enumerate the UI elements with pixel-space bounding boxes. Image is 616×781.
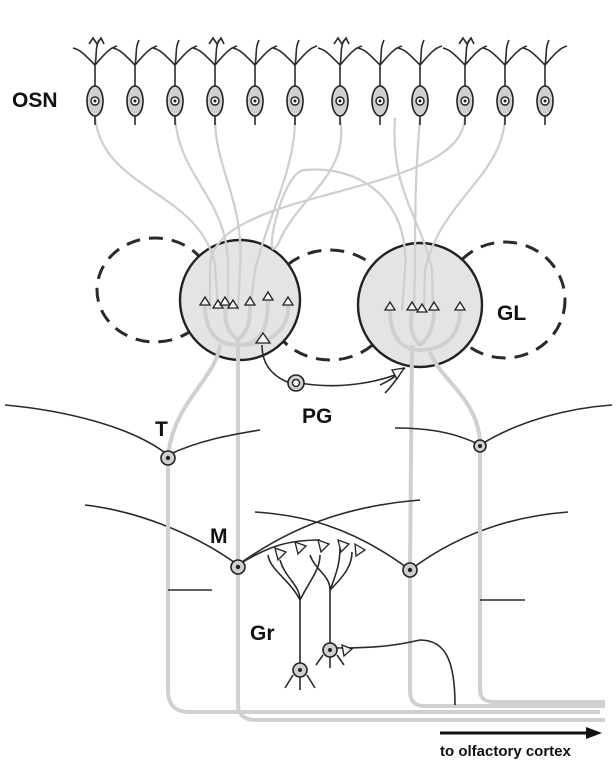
olfactory-sensory-neuron [357, 39, 403, 125]
olfactory-sensory-neuron [397, 39, 443, 125]
osn-axon-core [208, 117, 467, 310]
olfactory-sensory-neuron [482, 39, 528, 125]
osn-axons [93, 114, 507, 311]
label-osn: OSN [12, 89, 58, 112]
synapse-arrowhead [281, 295, 295, 306]
label-m: M [210, 525, 228, 548]
osn-row [72, 36, 568, 125]
projection-neurons [4, 299, 613, 722]
label-t: T [155, 418, 168, 441]
synapse-arrowhead [198, 295, 212, 306]
olfactory-sensory-neuron [72, 36, 118, 125]
olfactory-sensory-neuron [112, 39, 158, 125]
synapse-arrowhead [383, 300, 397, 311]
synapse-arrowhead [427, 300, 441, 311]
granule-cells [267, 538, 456, 706]
synapse-arrowhead [243, 295, 257, 306]
olfactory-sensory-neuron [442, 36, 488, 125]
osn-axon-core [213, 117, 242, 311]
synapse-arrowhead [415, 302, 429, 313]
label-gl: GL [497, 302, 526, 325]
synapse-arrowhead [226, 298, 240, 309]
osn-axon-core [393, 117, 435, 311]
olfactory-sensory-neuron [192, 36, 238, 125]
osn-axon-core [412, 117, 422, 311]
osn-axon-core [93, 114, 220, 311]
label-gr: Gr [250, 622, 275, 645]
periglomerular-cell [254, 331, 406, 394]
olfactory-sensory-neuron [232, 39, 278, 125]
label-output: to olfactory cortex [440, 743, 572, 760]
olfactory-sensory-neuron [272, 39, 318, 125]
osn-axon-core [248, 117, 297, 311]
synapse-arrowhead [405, 300, 419, 311]
label-pg: PG [302, 405, 332, 428]
synapse-arrowhead [453, 300, 467, 311]
synapse-arrowhead [218, 295, 232, 306]
synapse-arrowhead [261, 290, 275, 301]
olfactory-sensory-neuron [152, 39, 198, 125]
synapse-arrows [198, 290, 467, 313]
osn-axon-core [173, 117, 230, 310]
output-arrow [440, 727, 602, 739]
glomerular-layer [95, 236, 567, 369]
olfactory-sensory-neuron [522, 39, 568, 125]
olfactory-sensory-neuron [317, 36, 363, 125]
